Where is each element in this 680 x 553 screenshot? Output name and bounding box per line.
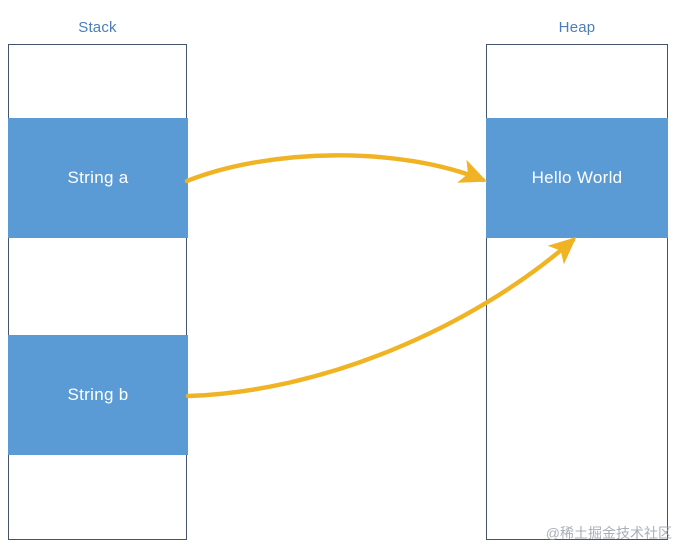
slot-hello-world: Hello World <box>486 118 668 238</box>
heap-caption: Heap <box>558 19 596 36</box>
slot-string-a: String a <box>8 118 188 238</box>
stack-caption: Stack <box>78 19 117 36</box>
slot-string-b-label: String b <box>67 385 129 404</box>
slot-hello-world-label: Hello World <box>531 168 623 187</box>
slot-string-a-label: String a <box>67 168 129 187</box>
arrow-string-a-to-hello-world <box>184 153 488 184</box>
slot-string-b: String b <box>8 335 188 455</box>
watermark: @稀土掘金技术社区 <box>545 525 672 541</box>
